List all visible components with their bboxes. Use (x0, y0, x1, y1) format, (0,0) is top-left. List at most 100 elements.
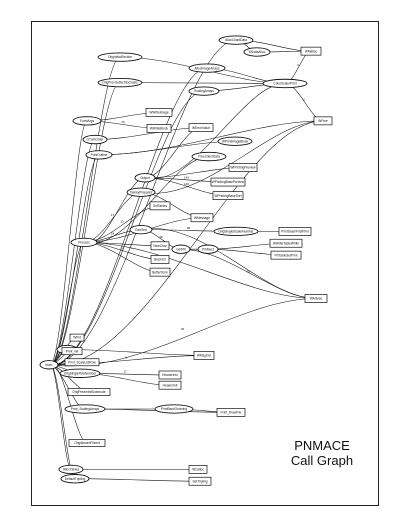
node-ellipse (213, 226, 259, 237)
edge-label: 38 (187, 226, 191, 230)
node-WPrintingBaseSort: WPrintingBaseSort (212, 191, 244, 200)
node-label: OrigSingleRowNumber (64, 371, 98, 375)
edge-label: 2 (303, 98, 305, 102)
edge-label: 142 (184, 175, 189, 179)
node-label: WMessage (194, 216, 210, 220)
edge-GetPR-WAdvise (180, 248, 317, 299)
node-label: WMalloc (305, 49, 318, 53)
node-label: Process (78, 241, 90, 245)
node-label: OrigPrevGetterStochasts (102, 81, 138, 85)
node-AllocImageArrays: AllocImageArrays (188, 63, 226, 73)
node-box (304, 294, 328, 303)
node-WMalloc: WMalloc (300, 46, 322, 56)
node-box (300, 46, 322, 56)
node-ColorScalerPrint: ColorScalerPrint (262, 78, 308, 89)
node-OrigAbsorbFileInit: OrigAbsorbFileInit (68, 439, 106, 447)
edge-ColorScalerPrint-WFree (284, 83, 324, 122)
node-GetPR: GetPR (171, 244, 191, 254)
node-label: AllocTables (63, 467, 80, 471)
node-label: BlockCh (154, 258, 166, 262)
node-WriteTableWhite: WWriteTableWhite (269, 238, 303, 248)
edge-label: 18 (247, 269, 251, 273)
node-ellipse (97, 77, 143, 88)
node-WDataAlloc: WDataAlloc (243, 47, 271, 57)
node-box (149, 267, 171, 277)
node-WPrintingPreview: WPrintingPreview (228, 163, 258, 172)
node-label: OrigAbsorbFileInit (74, 441, 100, 445)
node-TwinkyPrepare: TwinkyPrepare2 (126, 187, 156, 197)
edge-main-PrintOutline (48, 154, 100, 366)
node-label: BufferTerm (152, 270, 168, 274)
node-label: WDataAlloc (249, 50, 266, 54)
edge-TwinkyPrepare-WFree (140, 120, 324, 194)
node-box (158, 370, 182, 380)
diagram-frame (31, 21, 379, 506)
node-label: SetTripling (192, 479, 207, 483)
node-ellipse (72, 116, 102, 126)
edge-main-GTumOrder (48, 139, 96, 366)
node-PrintBackOrdering: PrintBackOrdering (154, 404, 194, 414)
node-PrintInit: Print_init (61, 347, 83, 356)
node-box (313, 116, 333, 126)
node-PrintScaleListRow: Print_ScaleListRow (64, 358, 100, 367)
node-box (68, 439, 106, 447)
node-BufferTerm: BufferTerm (149, 267, 171, 277)
node-box (188, 476, 212, 486)
node-label: AllocCliantData (225, 38, 247, 42)
node-box (146, 124, 172, 133)
edge-main-OrigInitialSection (48, 56, 121, 366)
edges-layer: 36432161713172414142120383818175 (48, 39, 324, 482)
node-box (69, 333, 85, 342)
node-label: PrMixed (202, 247, 214, 251)
node-label: Prep_ScalingArrays (71, 407, 100, 411)
node-HeaderInfo: HeaderInfo (158, 370, 182, 380)
node-WMsgOut: WMsgOut (193, 351, 215, 360)
edge-label: 120 (184, 182, 189, 186)
node-ellipse (197, 244, 219, 254)
node-ellipse (129, 224, 153, 235)
node-label: PrtTableSetPrint (274, 253, 297, 257)
node-box (67, 388, 111, 396)
node-BlockCh: BlockCh (150, 255, 170, 264)
node-ellipse (85, 150, 113, 160)
node-label: WAdvise (310, 297, 323, 301)
node-DefaultTripling: DefaultTripling (60, 474, 90, 484)
node-ellipse (262, 78, 308, 89)
node-label: OrigSingleScalerNumber (218, 229, 254, 233)
node-box (216, 408, 246, 417)
node-Process: Process (70, 237, 98, 248)
node-box (228, 163, 258, 172)
node-OrigSingleRowNumber: OrigSingleRowNumber (59, 368, 101, 378)
node-label: Print_ScaleListRow (68, 360, 96, 364)
node-FormArgs: FormArgs (72, 116, 102, 126)
node-GTumOrder: GTumOrder (82, 134, 108, 145)
node-SetTripling: SetTripling (188, 476, 212, 486)
node-ellipse (126, 187, 156, 197)
node-label: AllocImageArrays (195, 66, 220, 70)
node-label: SetTables (153, 204, 167, 208)
node-ellipse (154, 404, 194, 414)
node-label: ColorScalerPrint (273, 82, 296, 86)
node-box (188, 123, 214, 133)
node-ellipse (191, 151, 227, 162)
node-label: HeaderInfo (162, 373, 178, 377)
edge-main-FormArgs (48, 120, 88, 366)
node-WFree: WFree (313, 116, 333, 126)
edge-main-WFree (48, 120, 324, 366)
node-box (188, 465, 208, 474)
node-box (193, 351, 215, 360)
node-label: FreeClientData (198, 155, 220, 159)
node-ScalingArrays: ScalingArrays (188, 86, 220, 96)
node-NewChar: NewChar (150, 241, 170, 251)
node-box (64, 358, 100, 367)
node-label: GetPR (176, 247, 186, 251)
node-label: WWriteBlock (150, 127, 169, 131)
edge-main-DefaultTripling (48, 364, 76, 479)
node-ellipse (134, 173, 156, 183)
node-label: WPrintingBaseSort (215, 194, 242, 198)
node-FreeClientData: FreeClientData (191, 151, 227, 162)
node-box (278, 227, 312, 236)
node-PrintDrawFile: Print_DrawFile (216, 408, 246, 417)
node-label: WWriteTableWhite (273, 241, 299, 245)
node-label: WPrintingPreview (230, 166, 256, 170)
